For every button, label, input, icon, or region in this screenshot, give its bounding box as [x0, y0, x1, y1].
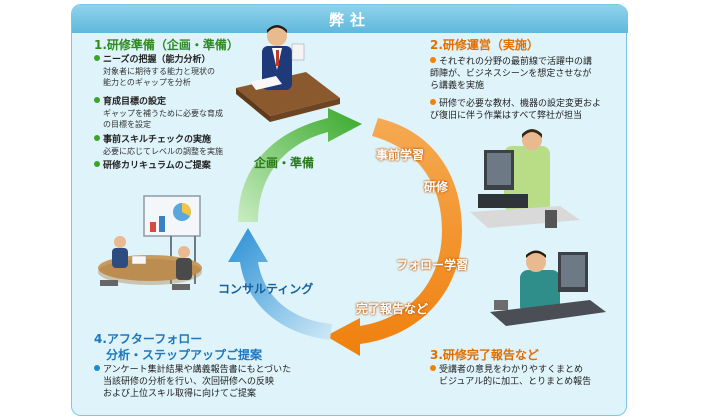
cycle-label-follow-up: フォロー学習	[396, 258, 469, 272]
cycle-label-training: 研修	[424, 180, 449, 194]
businessman-desk-illustration	[236, 25, 340, 122]
section-4-title-line2: 分析・ステップアップご提案	[106, 348, 263, 362]
header-banner: 弊社	[72, 5, 628, 33]
bullet-icon	[430, 57, 436, 63]
section-4-title-line1: 4.アフターフォロー	[94, 332, 203, 346]
cycle-arrow-orange	[326, 118, 462, 356]
section-1-item-3: 事前スキルチェックの実施 必要に応じてレベルの調整を実施	[94, 134, 254, 157]
man-computer-illustration	[470, 129, 580, 228]
cycle-arrow-blue	[228, 228, 332, 340]
cycle-arrow-green	[238, 108, 362, 222]
section-1-item-2: 育成目標の設定 ギャップを補うために必要な育成 の目標を設定	[94, 96, 254, 130]
cycle-label-pre-learning: 事前学習	[376, 148, 425, 162]
section-2-item-2: 研修で必要な教材、機器の設定変更およ び復旧に伴う作業はすべて弊社が担当	[430, 99, 602, 121]
bullet-icon	[94, 135, 100, 141]
bullet-icon	[430, 365, 436, 371]
section-2-title: 2.研修運営（実施）	[430, 38, 539, 52]
bullet-icon	[94, 97, 100, 103]
bullet-icon	[94, 365, 100, 371]
section-4-item-1: アンケート集計結果や講義報告書にもとづいた 当該研修の分析を行い、次回研修への反…	[94, 364, 294, 400]
section-1-title: 1.研修準備（企画・準備）	[94, 38, 239, 52]
section-1-item-4: 研修カリキュラムのご提案	[94, 160, 254, 172]
cycle-label-completion: 完了報告など	[356, 302, 429, 316]
section-1-item-1: ニーズの把握（能力分析） 対象者に期待する能力と現状の 能力とのギャップを分析	[94, 54, 254, 88]
header-title: 弊社	[328, 11, 371, 29]
bullet-icon	[430, 99, 436, 105]
bullet-icon	[94, 161, 100, 167]
section-3-item-1: 受講者の意見をわかりやすくまとめ ビジュアル的に加工、とりまとめ報告	[430, 364, 620, 388]
cycle-label-planning: 企画・準備	[254, 156, 315, 170]
section-2-item-1: それぞれの分野の最前線で活躍中の講 師陣が、ビジネスシーンを想定させなが ら講義…	[430, 57, 593, 91]
meeting-whiteboard-illustration	[98, 195, 202, 290]
bullet-icon	[94, 55, 100, 61]
section-3-title: 3.研修完了報告など	[430, 348, 539, 362]
man-laptop-illustration	[490, 250, 606, 326]
cycle-label-consulting: コンサルティング	[218, 282, 314, 296]
